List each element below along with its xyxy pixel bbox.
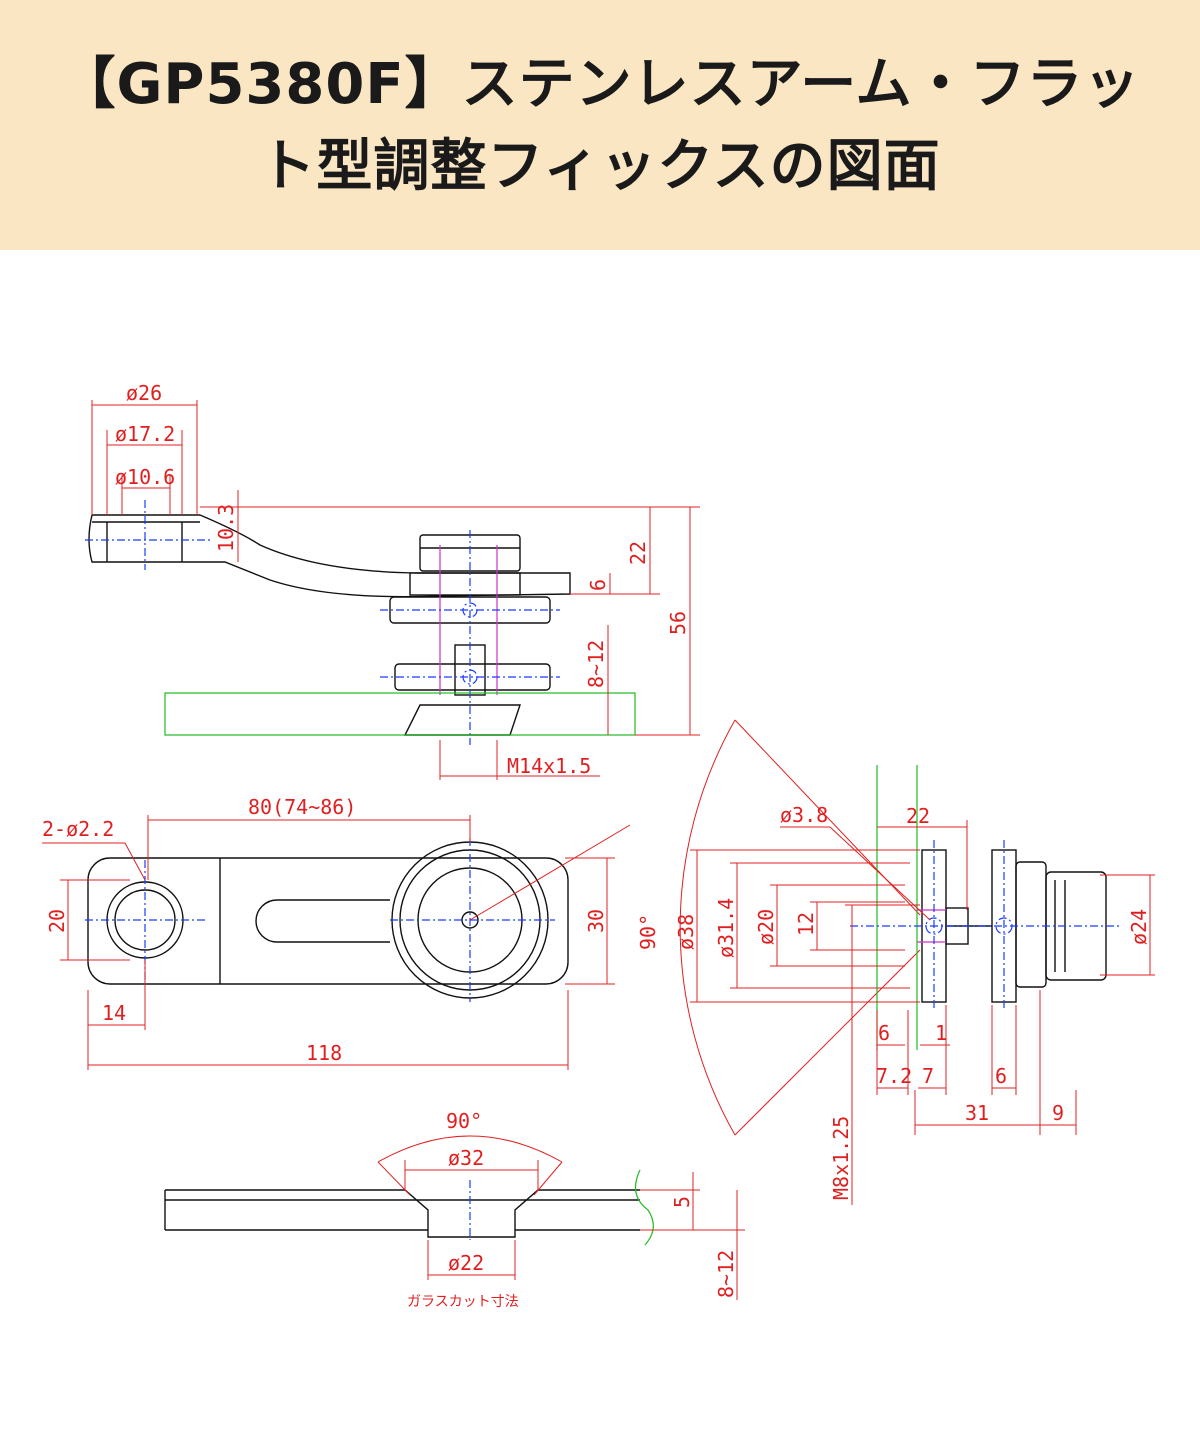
dim-end-15: M8x1.25 [829,1116,853,1200]
dim-end-12: 6 [995,1064,1007,1088]
dim-side-4: 22 [626,541,650,565]
dim-top-0: 2-ø2.2 [42,817,114,841]
side-view: ø26 ø17.2 ø10.6 10.3 22 6 56 8~12 M14x1.… [85,381,700,780]
dim-top-4: 14 [102,1001,126,1025]
page-title: 【GP5380F】ステンレスアーム・フラッ ト型調整フィックスの図面 [0,44,1200,208]
dim-end-7: ø24 [1127,909,1151,945]
dim-top-2: 20 [45,909,69,933]
glass-cut-view: 90° ø32 5 ø22 8~12 ガラスカット寸法 [164,1109,745,1310]
dim-top-1: 80(74~86) [248,795,356,819]
dim-end-2: 90° [636,914,660,950]
dim-glass-1: ø32 [448,1146,484,1170]
dim-side-5: 6 [586,579,610,591]
dim-end-13: 31 [965,1101,989,1125]
dim-end-6: 12 [794,912,818,936]
dim-side-6: 56 [666,611,690,635]
dim-top-5: 118 [306,1041,342,1065]
dim-end-9: 1 [935,1021,947,1045]
dim-glass-0: 90° [446,1109,482,1133]
top-view: 2-ø2.2 80(74~86) 20 30 14 118 [42,795,631,1070]
dim-side-8: M14x1.5 [507,754,591,778]
dim-end-3: ø38 [674,914,698,950]
technical-drawing: ø26 ø17.2 ø10.6 10.3 22 6 56 8~12 M14x1.… [42,381,1155,1310]
glass-cut-caption: ガラスカット寸法 [407,1294,519,1310]
dim-glass-3: ø22 [448,1251,484,1275]
dim-end-8: 6 [878,1021,890,1045]
dim-end-5: ø20 [754,909,778,945]
dim-end-0: ø3.8 [780,803,828,827]
dim-side-2: ø10.6 [115,465,175,489]
title-banner: 【GP5380F】ステンレスアーム・フラッ ト型調整フィックスの図面 [0,0,1200,250]
title-line-1: 【GP5380F】ステンレスアーム・フラッ [59,52,1141,117]
dim-end-1: 22 [906,804,930,828]
dim-top-3: 30 [584,909,608,933]
dim-side-1: ø17.2 [115,422,175,446]
dim-glass-4: 8~12 [714,1250,738,1298]
title-line-2: ト型調整フィックスの図面 [259,134,941,199]
dim-end-14: 9 [1052,1101,1064,1125]
dim-side-0: ø26 [126,381,162,405]
dim-end-11: 7 [922,1064,934,1088]
dim-end-4: ø31.4 [714,898,738,958]
end-view: 90° ø3.8 22 ø38 ø31.4 ø20 [636,719,1155,1205]
dim-end-10: 7.2 [876,1064,912,1088]
dim-side-7: 8~12 [584,640,608,688]
dim-glass-2: 5 [670,1196,694,1208]
dim-side-3: 10.3 [214,504,238,552]
